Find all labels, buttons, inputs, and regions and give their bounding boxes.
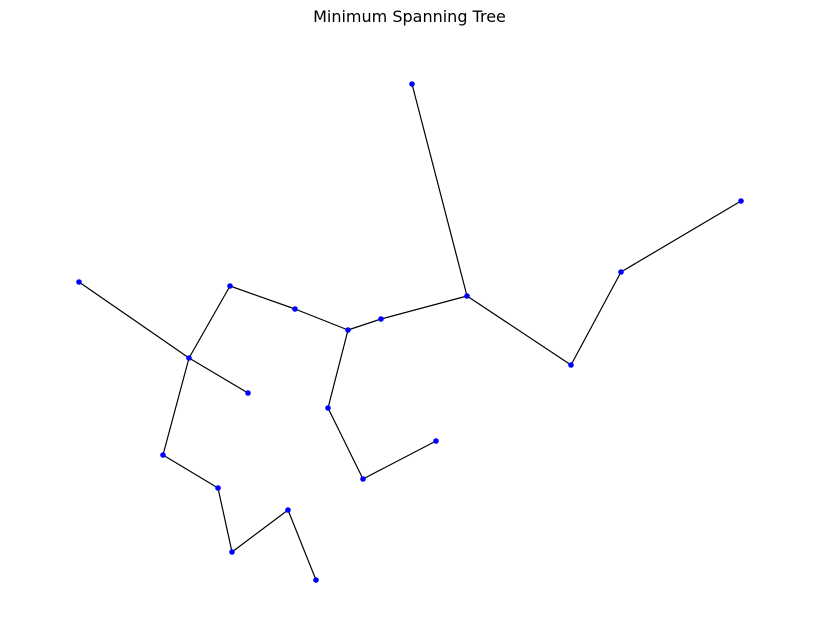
- tree-node: [738, 198, 744, 204]
- tree-edge: [570, 271, 622, 366]
- tree-node: [325, 405, 331, 411]
- tree-edge: [162, 357, 190, 456]
- tree-edge: [620, 200, 742, 273]
- tree-node: [215, 485, 221, 491]
- tree-node: [292, 306, 298, 312]
- tree-node: [433, 438, 439, 444]
- tree-edge: [78, 281, 190, 359]
- tree-edge: [294, 308, 349, 331]
- tree-node: [186, 355, 192, 361]
- tree-edge: [229, 285, 296, 310]
- tree-node: [227, 283, 233, 289]
- tree-node: [313, 577, 319, 583]
- tree-node: [618, 269, 624, 275]
- tree-edge: [347, 318, 382, 331]
- tree-node: [160, 452, 166, 458]
- tree-node: [345, 327, 351, 333]
- tree-edge: [231, 509, 289, 553]
- tree-node: [378, 316, 384, 322]
- tree-edge: [327, 407, 364, 480]
- tree-edge: [380, 295, 468, 320]
- tree-node: [360, 476, 366, 482]
- tree-node: [229, 549, 235, 555]
- tree-node: [568, 362, 574, 368]
- tree-edge: [188, 285, 231, 359]
- tree-edge: [362, 440, 437, 480]
- tree-edge: [411, 83, 468, 297]
- tree-node: [409, 81, 415, 87]
- tree-edge: [466, 295, 572, 366]
- tree-edge: [188, 357, 249, 394]
- tree-edge: [217, 487, 233, 553]
- tree-node: [76, 279, 82, 285]
- tree-node: [464, 293, 470, 299]
- tree-node: [245, 390, 251, 396]
- tree-edge: [162, 454, 219, 489]
- diagram-title: Minimum Spanning Tree: [313, 7, 506, 26]
- tree-node: [285, 507, 291, 513]
- tree-edge: [287, 509, 317, 581]
- tree-edge: [327, 329, 349, 409]
